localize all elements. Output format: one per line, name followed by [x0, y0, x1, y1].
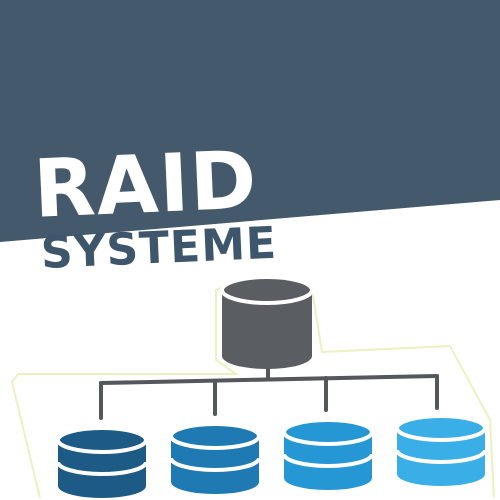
connector-bus [99, 374, 439, 385]
title-banner [0, 0, 500, 242]
connector-lines [99, 358, 439, 420]
database-icon [169, 422, 261, 494]
database-icon [282, 418, 374, 490]
database-icon [220, 275, 314, 369]
title-line-systeme: SYSTEME [39, 217, 279, 279]
title-line-raid: RAID [31, 133, 260, 236]
database-icon [395, 414, 487, 486]
database-icon [56, 426, 148, 498]
glow-outline [10, 281, 495, 499]
